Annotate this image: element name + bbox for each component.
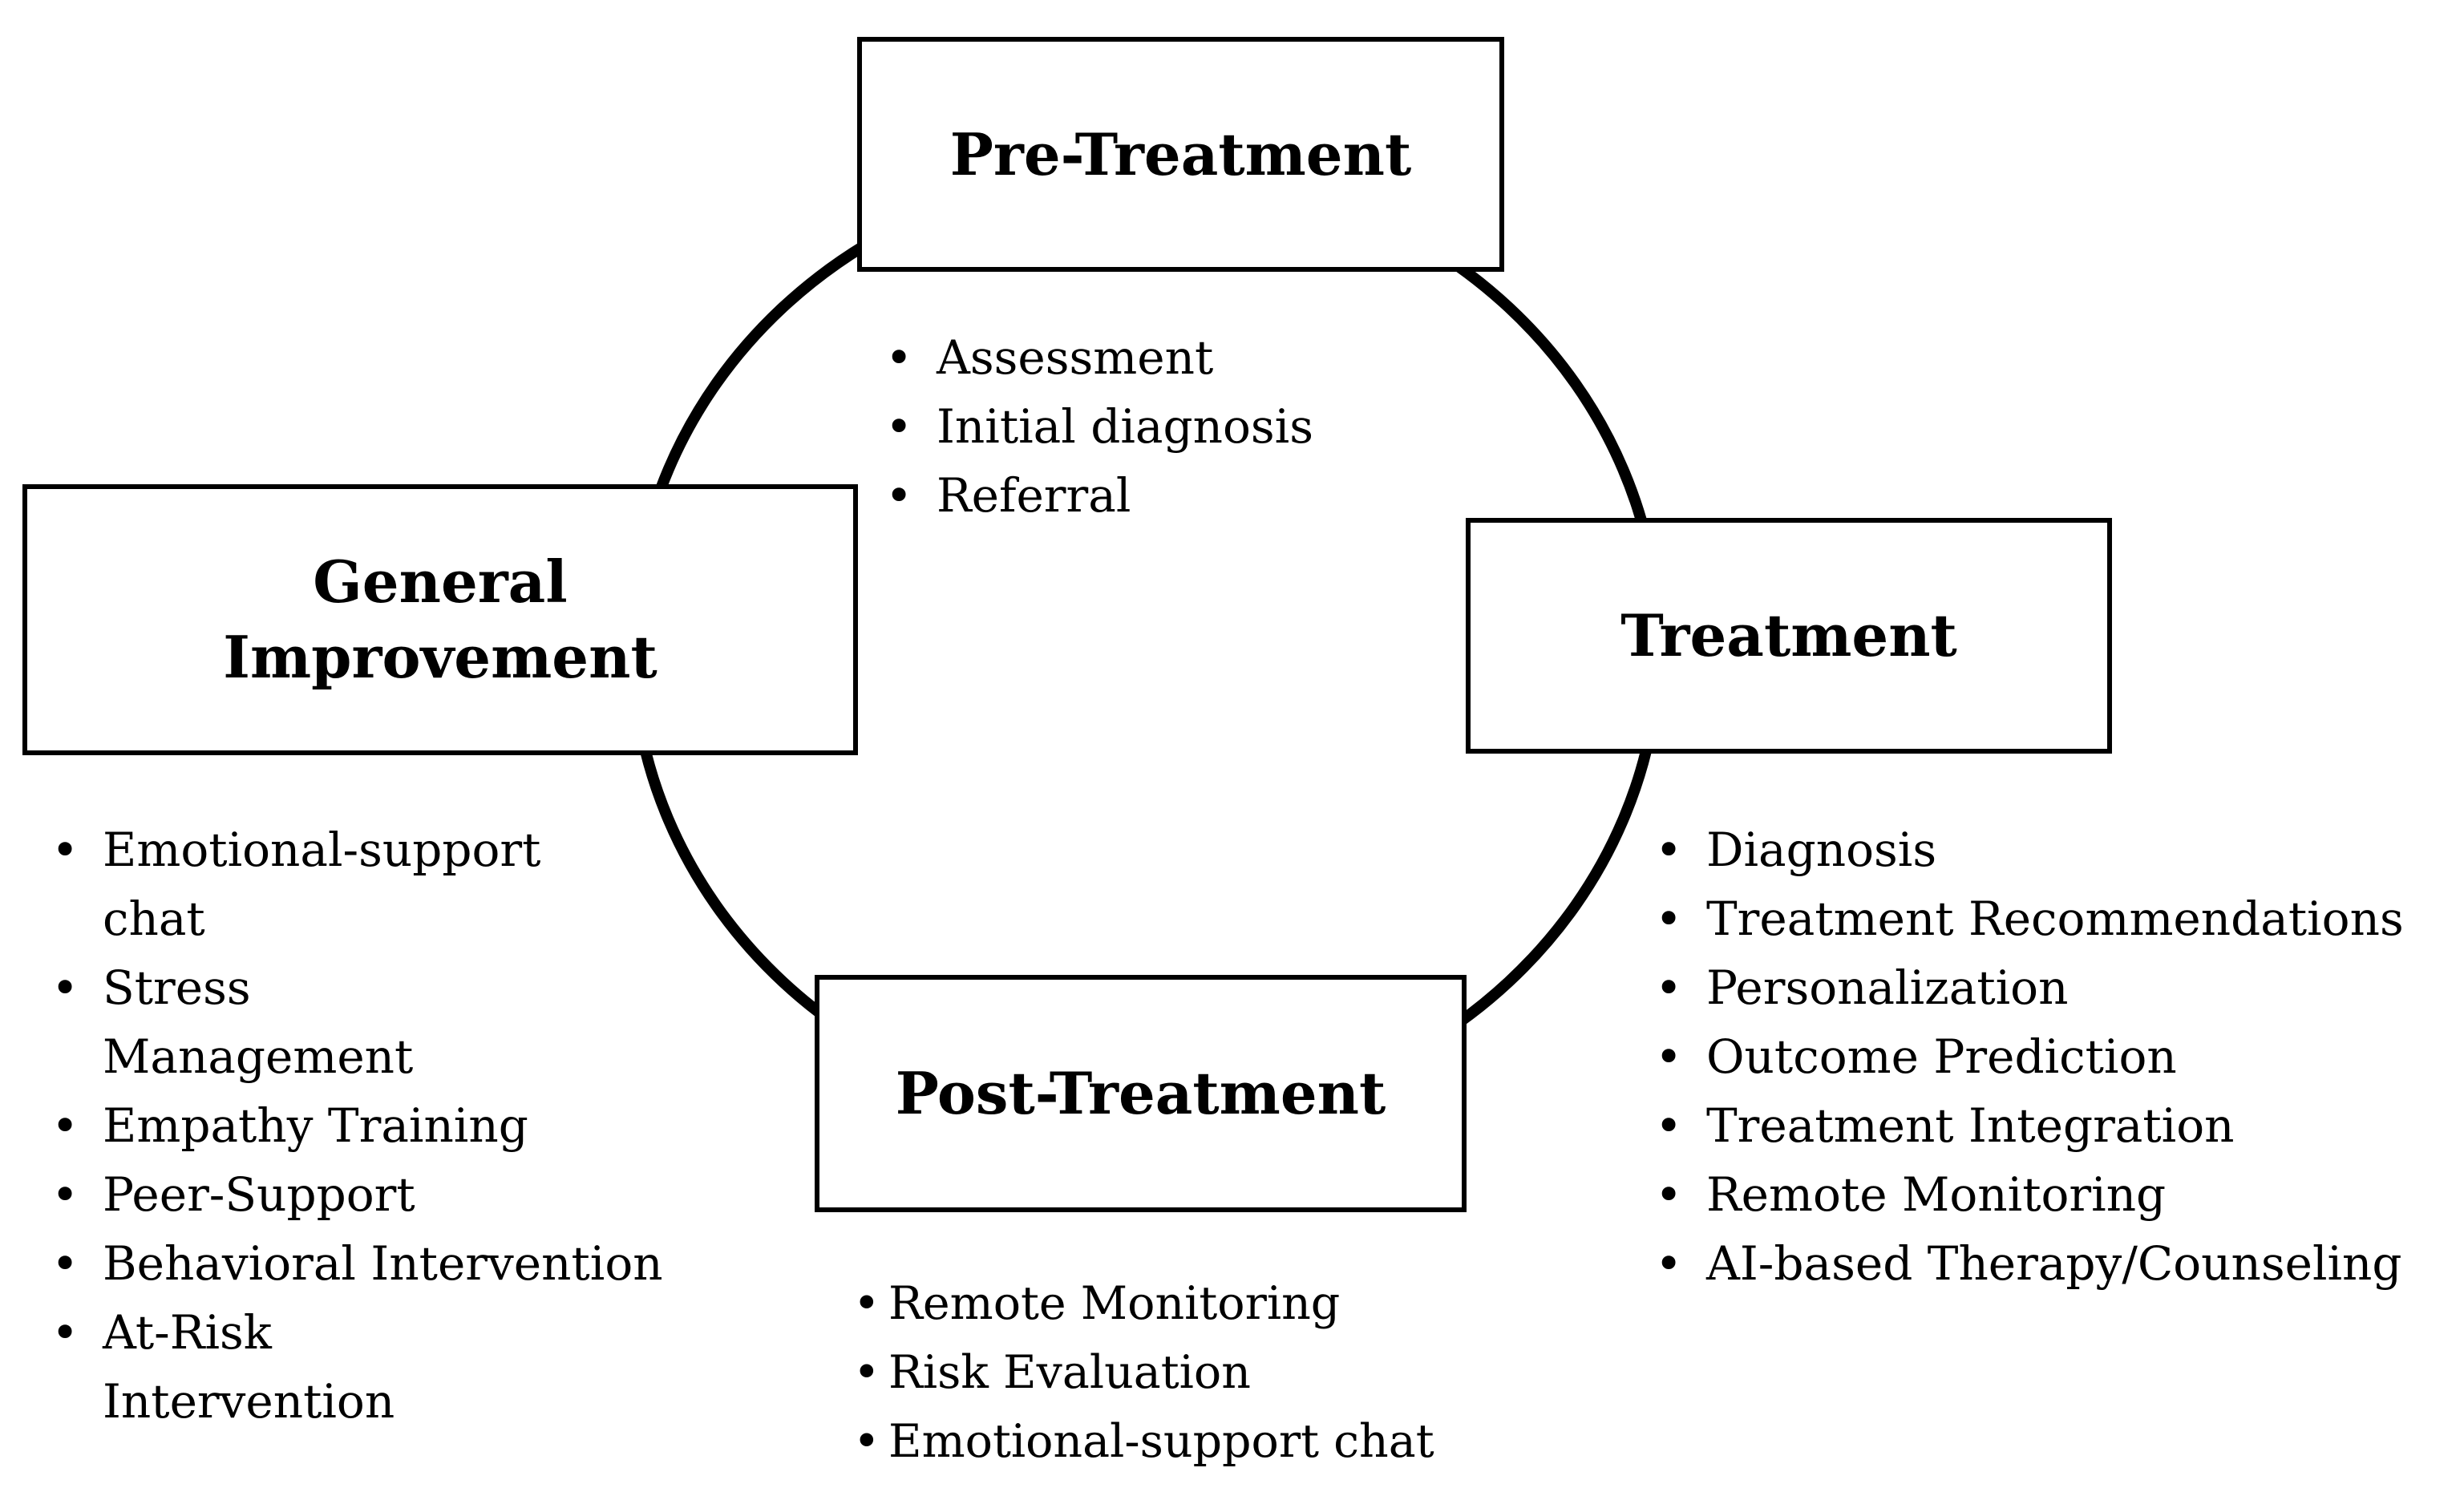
treatment-title: Treatment [1620, 601, 1957, 669]
pre-treatment-list: Assessment Initial diagnosis Referral [885, 323, 1313, 530]
general-improvement-title: General Improvement [223, 544, 657, 695]
list-item: Remote Monitoring [1655, 1160, 2404, 1229]
list-item: AI-based Therapy/Counseling [1655, 1229, 2404, 1298]
list-item: At-Risk Intervention [51, 1298, 573, 1436]
pre-treatment-box: Pre-Treatment [857, 37, 1504, 272]
list-item: Diagnosis [1655, 815, 2404, 884]
list-item: Behavioral Intervention [51, 1229, 663, 1298]
treatment-box: Treatment [1466, 518, 2112, 754]
list-item: Peer-Support [51, 1160, 573, 1229]
post-treatment-box: Post-Treatment [815, 975, 1467, 1212]
list-item: Remote Monitoring [853, 1269, 1434, 1338]
list-item: Assessment [885, 323, 1313, 392]
list-item: Treatment Integration [1655, 1091, 2404, 1160]
post-treatment-title: Post-Treatment [895, 1059, 1386, 1127]
post-treatment-list: Remote Monitoring Risk Evaluation Emotio… [853, 1269, 1434, 1476]
list-item: Empathy Training [51, 1091, 573, 1160]
list-item: Referral [885, 461, 1313, 530]
list-item: Emotional-support chat [51, 815, 573, 953]
general-improvement-list: Emotional-support chat Stress Management… [51, 815, 663, 1436]
general-improvement-box: General Improvement [22, 484, 858, 755]
list-item: Treatment Recommendations [1655, 884, 2404, 953]
pre-treatment-title: Pre-Treatment [949, 119, 1412, 188]
list-item: Risk Evaluation [853, 1338, 1434, 1407]
treatment-list: Diagnosis Treatment Recommendations Pers… [1655, 815, 2404, 1298]
list-item: Emotional-support chat [853, 1407, 1434, 1476]
list-item: Personalization [1655, 953, 2404, 1022]
general-improvement-title-line2: Improvement [223, 623, 657, 691]
list-item: Initial diagnosis [885, 392, 1313, 461]
general-improvement-title-line1: General [313, 548, 568, 616]
list-item: Outcome Prediction [1655, 1022, 2404, 1091]
list-item: Stress Management [51, 953, 573, 1091]
